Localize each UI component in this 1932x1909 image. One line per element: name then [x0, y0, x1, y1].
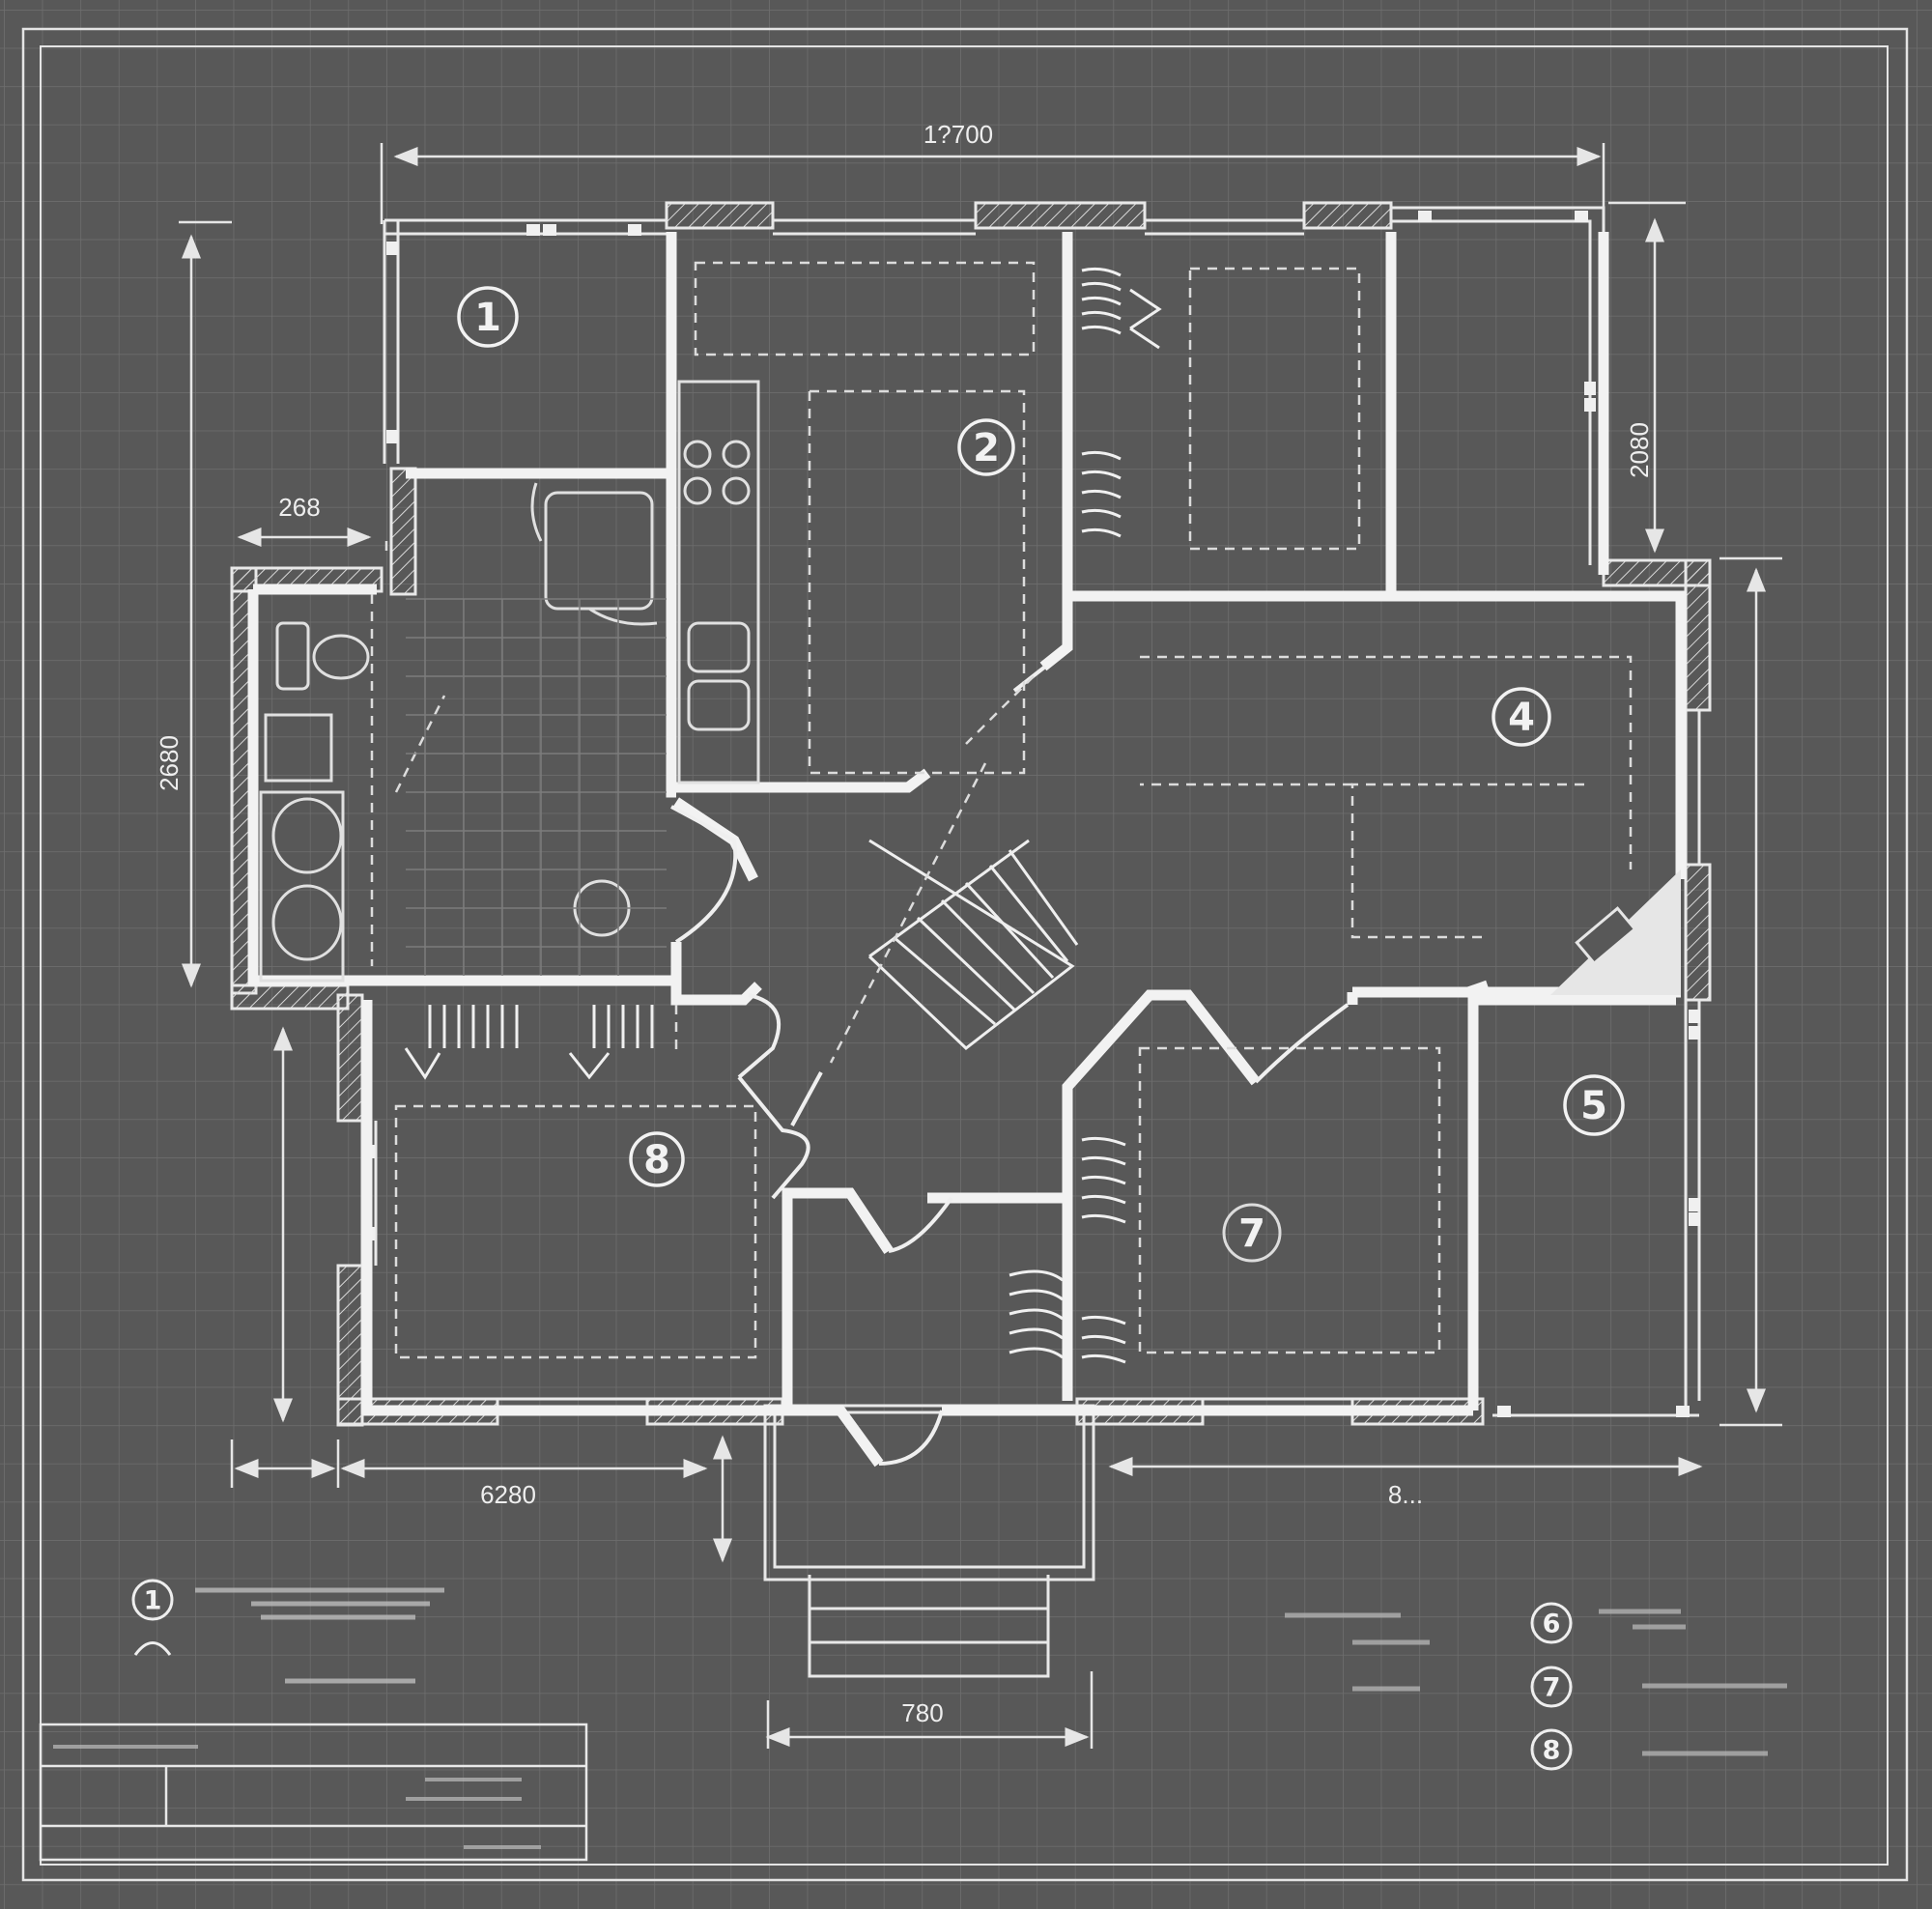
- dimension-top-label: 1?700: [923, 120, 993, 149]
- svg-text:4: 4: [1508, 696, 1535, 740]
- svg-text:5: 5: [1580, 1084, 1607, 1128]
- dashed-furniture: [370, 261, 1633, 1359]
- svg-text:8: 8: [1543, 1736, 1561, 1766]
- dimension-left-upper-label: 268: [278, 493, 320, 522]
- legend-left: 1: [131, 1579, 444, 1684]
- svg-text:1: 1: [144, 1586, 162, 1616]
- bathroom-fixtures: [259, 482, 658, 983]
- room-marker-4: 4: [1492, 687, 1551, 747]
- dimension-right-upper-label: 2080: [1625, 422, 1654, 478]
- room-marker-1: 1: [457, 286, 519, 348]
- dimension-left-mid-label: 2680: [155, 735, 184, 791]
- interior-walls: [247, 232, 1687, 1467]
- svg-text:7: 7: [1238, 1211, 1265, 1256]
- door-swings: [670, 665, 1350, 1466]
- bathroom-tiles: [406, 598, 667, 976]
- legend-right: 6 7 8: [1285, 1602, 1787, 1771]
- room-marker-5: 5: [1563, 1074, 1625, 1136]
- dimension-lines: [179, 143, 1782, 1749]
- svg-text:1: 1: [474, 296, 501, 340]
- svg-text:7: 7: [1543, 1673, 1561, 1703]
- title-block: [39, 1723, 588, 1862]
- dimension-bottom-right-label: 8...: [1388, 1480, 1423, 1509]
- inner-frame: [40, 45, 1889, 1866]
- svg-text:2: 2: [973, 426, 1000, 470]
- kitchen-fixtures: [677, 380, 760, 784]
- closet-symbols: [404, 267, 1162, 1364]
- room-marker-8: 8: [629, 1131, 685, 1187]
- corner-fixture-box: [1575, 906, 1637, 966]
- svg-text:8: 8: [643, 1138, 670, 1182]
- outer-frame: [21, 27, 1909, 1882]
- room-marker-2: 2: [957, 418, 1015, 476]
- dimension-bottom-left-label: 6280: [480, 1480, 536, 1509]
- svg-text:6: 6: [1543, 1610, 1561, 1639]
- dimension-entry-label: 780: [901, 1698, 943, 1727]
- room-marker-7: 7: [1222, 1203, 1282, 1263]
